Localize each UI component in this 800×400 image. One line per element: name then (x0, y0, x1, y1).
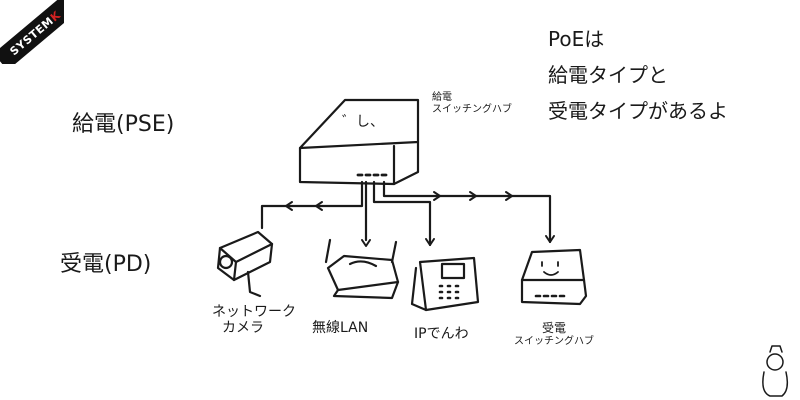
arrow-camera-2 (315, 201, 323, 211)
camera-mount (246, 270, 262, 298)
wifi-router-drawing (324, 238, 400, 300)
camera-top (218, 230, 274, 264)
arrow-camera-1 (285, 201, 293, 211)
pd-role-label: 受電(PD) (60, 252, 152, 277)
router-antenna-left (324, 238, 332, 264)
arrow-phone (425, 238, 435, 246)
router-antenna-right (390, 240, 398, 264)
pse-hub-label-line-1: 給電 (432, 92, 452, 103)
camera-front (216, 246, 238, 282)
cable-arrows (285, 191, 555, 247)
arrow-pd-3 (505, 191, 513, 201)
camera-lens (218, 254, 234, 270)
note-line-3: 受電タイプがあるよ (548, 99, 728, 123)
cable-to-camera (260, 180, 364, 230)
camera-label-line-2: カメラ (222, 320, 264, 337)
hub-face: ゛し、 (342, 114, 384, 130)
note-line-1: PoEは (548, 27, 605, 51)
pse-hub-label: 給電 スイッチングハブ (432, 92, 512, 115)
pd-hub-face (541, 261, 559, 276)
arrow-wifi (361, 239, 371, 247)
pse-role-label: 給電(PSE) (72, 112, 175, 137)
pse-hub-drawing (298, 98, 420, 186)
cable-to-pd-hub (382, 180, 552, 244)
pd-hub-top (520, 248, 586, 282)
wifi-label: 無線LAN (312, 320, 369, 336)
camera-label: ネットワーク カメラ (212, 304, 296, 336)
pd-hub-drawing (520, 248, 588, 306)
pd-hub-label-line-1: 受電 (541, 321, 566, 335)
phone-keypad (438, 284, 460, 300)
pd-hub-label-line-2: スイッチングハブ (514, 335, 594, 347)
arrow-pd-2 (469, 191, 477, 201)
hub-body (298, 140, 420, 186)
hub-top (298, 98, 420, 150)
phone-screen (440, 262, 466, 280)
pd-hub-label: 受電 スイッチングハブ (514, 321, 594, 347)
pse-hub-label-line-2: スイッチングハブ (432, 103, 512, 115)
phone-label: IPでんわ (414, 326, 469, 342)
poe-cables (260, 180, 552, 247)
note-line-2: 給電タイプと (548, 63, 668, 87)
cable-to-phone (372, 180, 432, 247)
camera-side (232, 242, 274, 282)
router-face (348, 260, 378, 268)
phone-body (418, 256, 480, 312)
camera-label-line-1: ネットワーク (212, 304, 296, 320)
arrow-pd-4 (545, 235, 555, 243)
ip-phone-drawing (410, 256, 480, 312)
network-camera-drawing (216, 230, 274, 298)
snowman-doodle-icon (762, 345, 789, 397)
router-body (326, 254, 400, 292)
phone-handset (410, 266, 428, 312)
arrow-pd-1 (433, 191, 441, 201)
router-base (332, 280, 400, 300)
pd-hub-body (520, 278, 588, 306)
